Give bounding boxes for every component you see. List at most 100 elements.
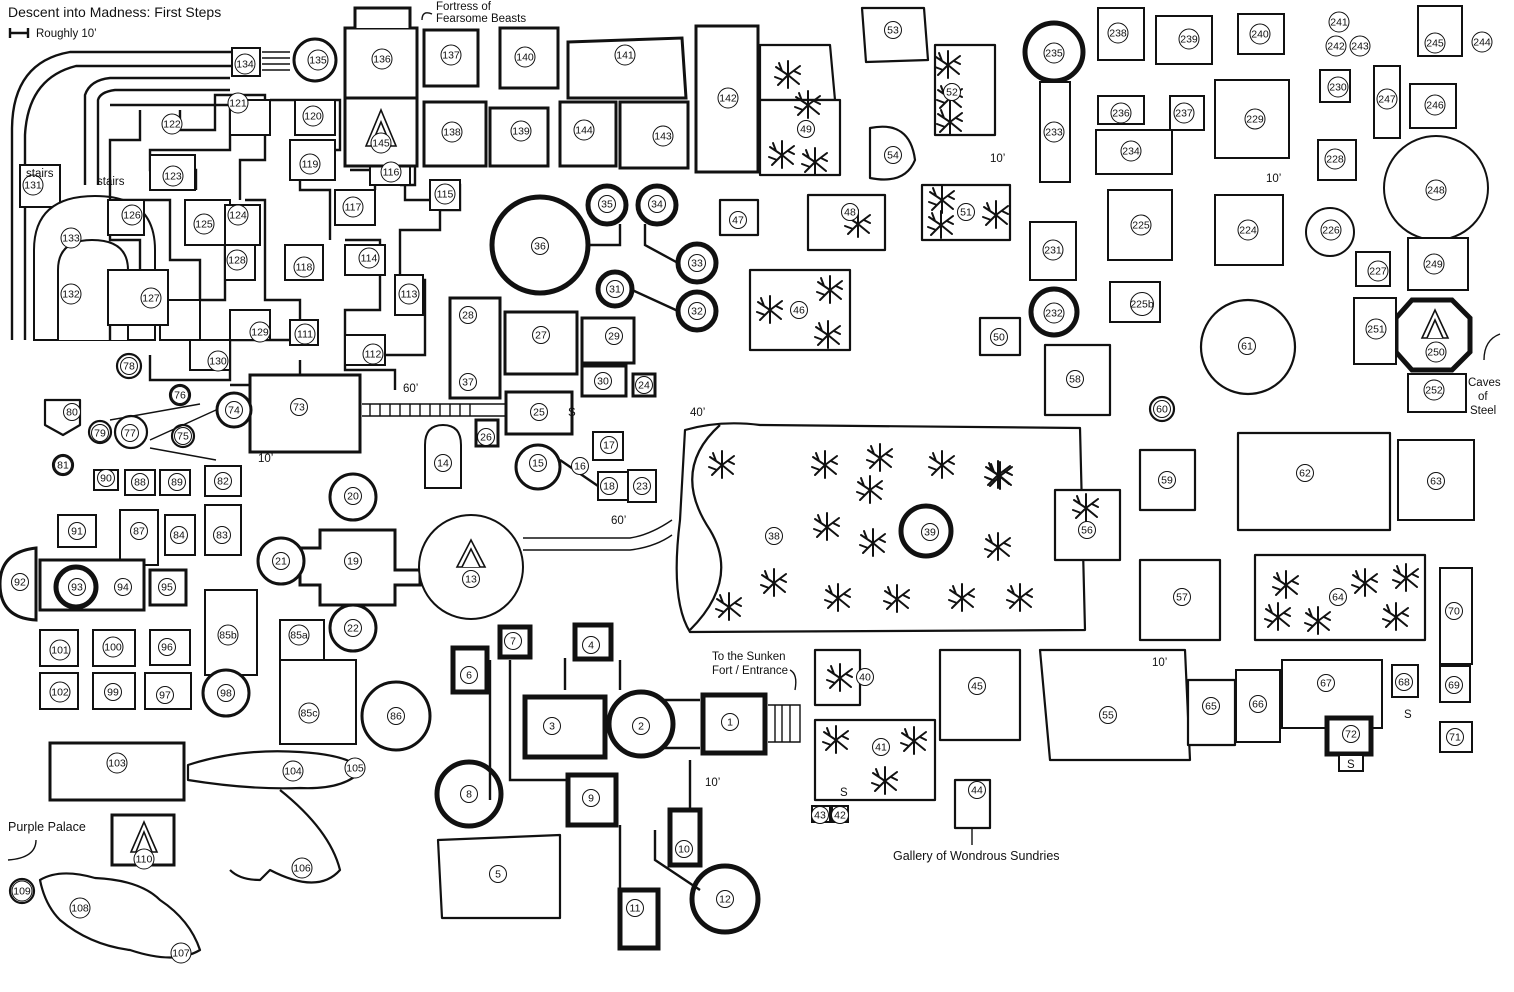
tree-icon [756, 295, 783, 324]
room-number: 69 [1448, 680, 1460, 692]
room-number: 225 [1132, 220, 1150, 232]
room-number: 245 [1426, 38, 1444, 50]
room-number: 138 [443, 127, 461, 139]
room-marker-228: 228 [1324, 148, 1346, 170]
sunken-fort [434, 622, 801, 951]
room-marker-69: 69 [1445, 676, 1463, 694]
room-marker-125: 125 [193, 213, 215, 235]
distance-40: 40’ [690, 407, 705, 419]
room-marker-93: 93 [68, 578, 86, 596]
room-number: 79 [94, 428, 106, 440]
room-number: 232 [1045, 308, 1063, 320]
room-number: 16 [574, 461, 586, 473]
room-number: 103 [108, 758, 126, 770]
room-marker-30: 30 [594, 372, 612, 390]
fortress-label-2: Fearsome Beasts [436, 13, 526, 25]
room-marker-87: 87 [130, 522, 148, 540]
room-number: 62 [1299, 468, 1311, 480]
tree-icon [794, 90, 821, 119]
room-marker-103: 103 [106, 752, 128, 774]
tree-icon [822, 725, 849, 754]
room-number: 235 [1045, 48, 1063, 60]
tree-icon [936, 107, 963, 136]
room-number: 119 [302, 159, 319, 171]
room-number: 15 [532, 458, 544, 470]
room-marker-6: 6 [460, 666, 478, 684]
room-number: 40 [859, 672, 871, 684]
tree-icon [900, 726, 927, 755]
room-marker-139: 139 [510, 120, 532, 142]
room-marker-240: 240 [1249, 23, 1271, 45]
room-marker-81: 81 [54, 456, 72, 474]
room-number: 142 [719, 93, 737, 105]
room-number: 228 [1326, 154, 1344, 166]
room-marker-76: 76 [171, 386, 189, 404]
room-number: 96 [161, 642, 173, 654]
tree-icon [927, 210, 954, 239]
room-marker-20: 20 [344, 487, 362, 505]
room-number: 65 [1205, 701, 1217, 713]
room-marker-52: 52 [943, 83, 961, 101]
room-marker-28: 28 [459, 306, 477, 324]
room-marker-122: 122 [161, 113, 183, 135]
fortress-label-1: Fortress of [436, 1, 492, 13]
room-number: 54 [887, 150, 899, 162]
room-marker-68: 68 [1395, 673, 1413, 691]
room-number: 226 [1322, 225, 1340, 237]
tree-icon [1264, 602, 1291, 631]
room-marker-34: 34 [648, 195, 666, 213]
room-marker-144: 144 [573, 119, 595, 141]
room-marker-138: 138 [441, 121, 463, 143]
room-marker-236: 236 [1110, 102, 1132, 124]
tree-icon [1351, 568, 1378, 597]
room-marker-75: 75 [174, 427, 192, 445]
room-number: 35 [601, 199, 613, 211]
room-marker-24: 24 [635, 376, 653, 394]
room-marker-225: 225 [1130, 214, 1152, 236]
ten-foot-e: 10’ [1152, 657, 1167, 669]
room-marker-74: 74 [225, 401, 243, 419]
room-number: 32 [691, 306, 703, 318]
room-number: 118 [296, 262, 313, 274]
room-marker-51: 51 [957, 203, 975, 221]
room-marker-46: 46 [790, 301, 808, 319]
caves-label-2: of [1478, 391, 1488, 403]
room-marker-116: 116 [380, 161, 402, 183]
tree-icon [934, 50, 961, 79]
room-marker-115: 115 [434, 183, 456, 205]
room-number: 121 [229, 98, 247, 110]
tree-icon [801, 147, 828, 176]
room-marker-100: 100 [102, 636, 124, 658]
room-number: 112 [365, 349, 382, 361]
room-marker-239: 239 [1178, 28, 1200, 50]
room-marker-226: 226 [1320, 219, 1342, 241]
tree-icon [708, 450, 735, 479]
room-marker-25: 25 [530, 403, 548, 421]
room-number: 224 [1239, 225, 1257, 237]
room-number: 137 [442, 50, 460, 62]
room-number: 102 [51, 687, 69, 699]
room-number: 81 [57, 460, 69, 472]
room-number: 246 [1426, 100, 1444, 112]
room-marker-59: 59 [1158, 471, 1176, 489]
room-marker-106: 106 [291, 857, 313, 879]
room-number: 80 [66, 407, 78, 419]
room-marker-35: 35 [598, 195, 616, 213]
tree-icon [1304, 606, 1331, 635]
room-number: 43 [814, 810, 826, 822]
room-number: 132 [62, 289, 80, 301]
room-marker-124: 124 [227, 204, 249, 226]
room-number: 42 [834, 810, 846, 822]
room-number: 22 [347, 623, 359, 635]
room-marker-56: 56 [1078, 521, 1096, 539]
room-marker-83: 83 [213, 526, 231, 544]
room-number: 41 [875, 742, 887, 754]
room-number: 68 [1398, 677, 1410, 689]
room-number: 71 [1449, 732, 1461, 744]
distance-60-north: 60’ [403, 383, 418, 395]
room-marker-247: 247 [1376, 88, 1398, 110]
room-marker-48: 48 [841, 203, 859, 221]
room-number: 239 [1180, 34, 1198, 46]
room-marker-79: 79 [91, 424, 109, 442]
